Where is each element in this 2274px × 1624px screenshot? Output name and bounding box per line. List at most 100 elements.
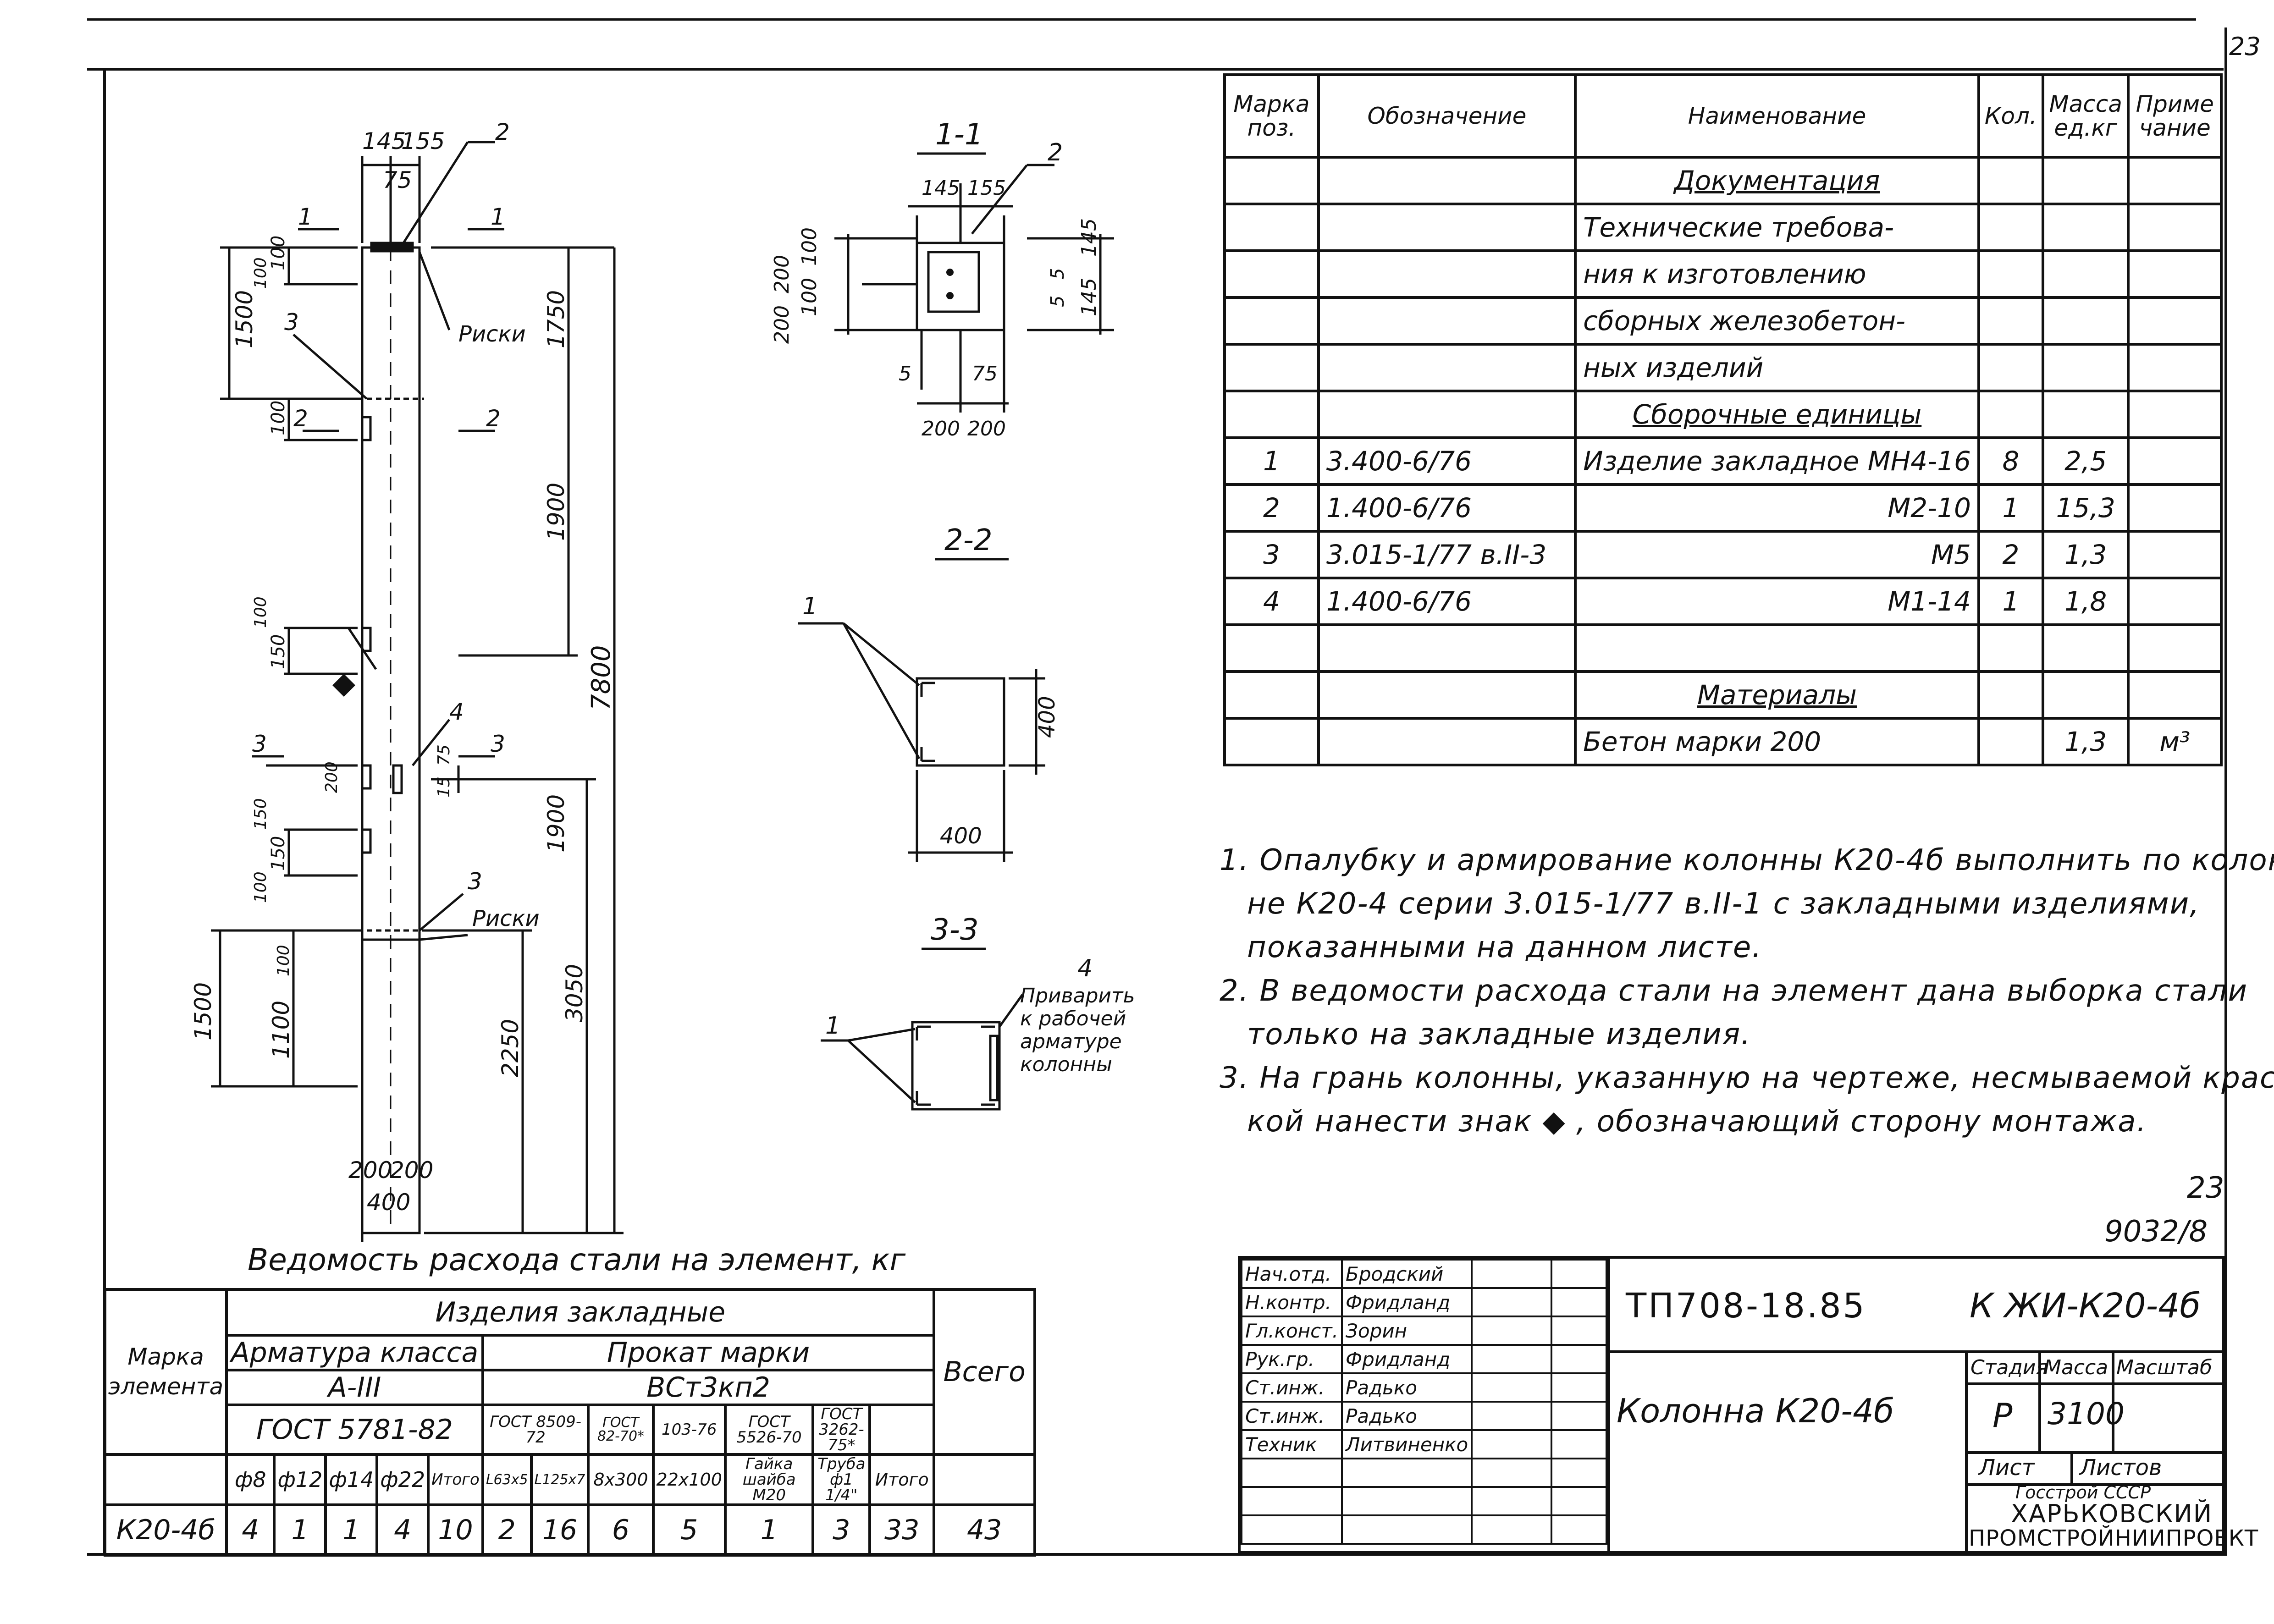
dim-100-f: 100 [274,945,293,976]
section-3-pos4: 4 [1077,955,1093,982]
dim-150-a: 150 [268,634,289,669]
steel-sub-8x300: 8x300 [587,1453,655,1506]
spec-cell-name: ния к изготовлению [1574,249,1980,299]
steel-sub-f22: ф22 [375,1453,430,1506]
stamp-cell-date [1551,1316,1607,1346]
steel-sub-l125: L125x7 [530,1453,590,1506]
spec-cell-pos: 3 [1223,530,1320,579]
frame-bottom [87,1553,2227,1556]
steel-table: Марка элемента Изделия закладные Всего А… [103,1288,1036,1557]
stamp-cell-date [1551,1287,1607,1317]
spec-row: Документация [1223,156,2223,205]
stamp-cell-role: Техник [1240,1429,1343,1459]
s2-dim-400-h: 400 [940,823,982,849]
dim-100-e: 100 [251,871,270,903]
spec-cell-qty [1977,249,2044,299]
spec-cell-mass: 15,3 [2041,483,2130,533]
s1-dim-200d: 200 [967,417,1006,440]
spec-cell-mass [2041,670,2130,720]
spec-cell-code [1317,296,1577,346]
org-promstroyniiproekt: ПРОМСТРОЙНИИПРОЕКТ [1969,1525,2259,1551]
note-line-3: показанными на данном листе. [1247,930,1762,964]
spec-cell-mass [2041,343,2130,392]
spec-cell-name: Материалы [1574,670,1980,720]
frame-left [103,68,106,1553]
risk-label-top: Риски [458,321,526,347]
steel-rebar-grade: А-III [225,1369,484,1406]
spec-cell-name [1574,623,1980,673]
spec-cell-code [1317,390,1577,439]
s1-dim-145: 145 [922,176,960,200]
dim-100-a: 100 [268,236,289,270]
spec-cell-qty [1977,623,2044,673]
spec-cell-qty [1977,343,2044,392]
spec-cell-pos [1223,203,1320,252]
steel-sub-itogo-1: Итого [427,1453,484,1506]
stamp-cell-role: Ст.инж. [1240,1401,1343,1431]
spec-cell-qty: 1 [1977,577,2044,626]
stamp-cell-role: Н.контр. [1240,1287,1343,1317]
steel-val-8: 5 [651,1503,727,1557]
weld-note-line-4: колонны [1020,1053,1112,1076]
dim-150-b: 150 [268,836,289,871]
mounting-side-diamond [332,674,355,697]
stamp-cell-sign [1471,1401,1553,1431]
spec-cell-name: Документация [1574,156,1980,205]
dim-1100: 1100 [268,1001,294,1059]
section-2-title: 2-2 [944,523,993,557]
spec-cell-note [2127,296,2223,346]
weld-note-line-2: к рабочей [1020,1007,1126,1030]
steel-val-0: 4 [225,1503,276,1557]
steel-val-7: 6 [587,1503,655,1557]
s1-dim-200a: 200 [770,255,794,293]
dim-bottom-200-b: 200 [390,1157,433,1184]
cut-1-right: 1 [491,204,505,230]
top-trim-line [87,18,2196,21]
pos-2-label: 2 [495,119,510,145]
spec-cell-note [2127,577,2223,626]
org-gosstroy: Госстрой СССР [2015,1482,2151,1503]
spec-cell-pos [1223,249,1320,299]
spec-cell-note [2127,530,2223,579]
s1-dim-200b: 200 [770,305,794,344]
spec-row: сборных железобетон- [1223,296,2223,346]
dim-bottom-400: 400 [367,1189,410,1216]
spec-cell-code: 3.400-6/76 [1317,436,1577,486]
steel-val-10: 3 [811,1503,872,1557]
spec-header-note: Приме чание [2127,73,2223,159]
spec-cell-name: Изделие закладное МН4-16 [1574,436,1980,486]
stamp-cell-date [1551,1344,1607,1374]
spec-cell-mass [2041,249,2130,299]
dim-top-75: 75 [383,167,412,193]
stamp-row: Гл.конст.Зорин [1240,1316,1607,1346]
cut-2-left: 2 [293,405,308,432]
spec-cell-note [2127,390,2223,439]
steel-gost-c: 103-76 [651,1404,727,1456]
stamp-cell-sign [1471,1458,1553,1488]
steel-gost-a: ГОСТ 8509-72 [481,1404,590,1456]
spec-cell-qty [1977,203,2044,252]
section-1-title: 1-1 [935,118,983,152]
steel-rolled: Прокат марки [481,1334,936,1371]
sheet-number-23: 23 [2187,1171,2224,1205]
spec-row [1223,623,2223,673]
spec-row: ных изделий [1223,343,2223,392]
stage-label: Стадия [1970,1356,2048,1379]
spec-cell-name: Технические требова- [1574,203,1980,252]
mass-label: Масса [2044,1356,2108,1379]
stamp-cell-sign [1471,1287,1553,1317]
steel-table-title: Ведомость расхода стали на элемент, кг [248,1242,906,1277]
spec-cell-note: м³ [2127,717,2223,766]
spec-cell-code [1317,670,1577,720]
steel-val-1: 1 [273,1503,327,1557]
weld-note-line-1: Приварить [1020,984,1135,1007]
stamp-cell-sign [1471,1514,1553,1545]
stamp-cell-sign [1471,1259,1553,1289]
spec-cell-qty: 1 [1977,483,2044,533]
spec-cell-code: 1.400-6/76 [1317,483,1577,533]
spec-cell-note [2127,343,2223,392]
dim-1750: 1750 [543,290,569,348]
spec-cell-mass: 1,3 [2041,530,2130,579]
s1-dim-145a: 145 [1077,218,1101,257]
